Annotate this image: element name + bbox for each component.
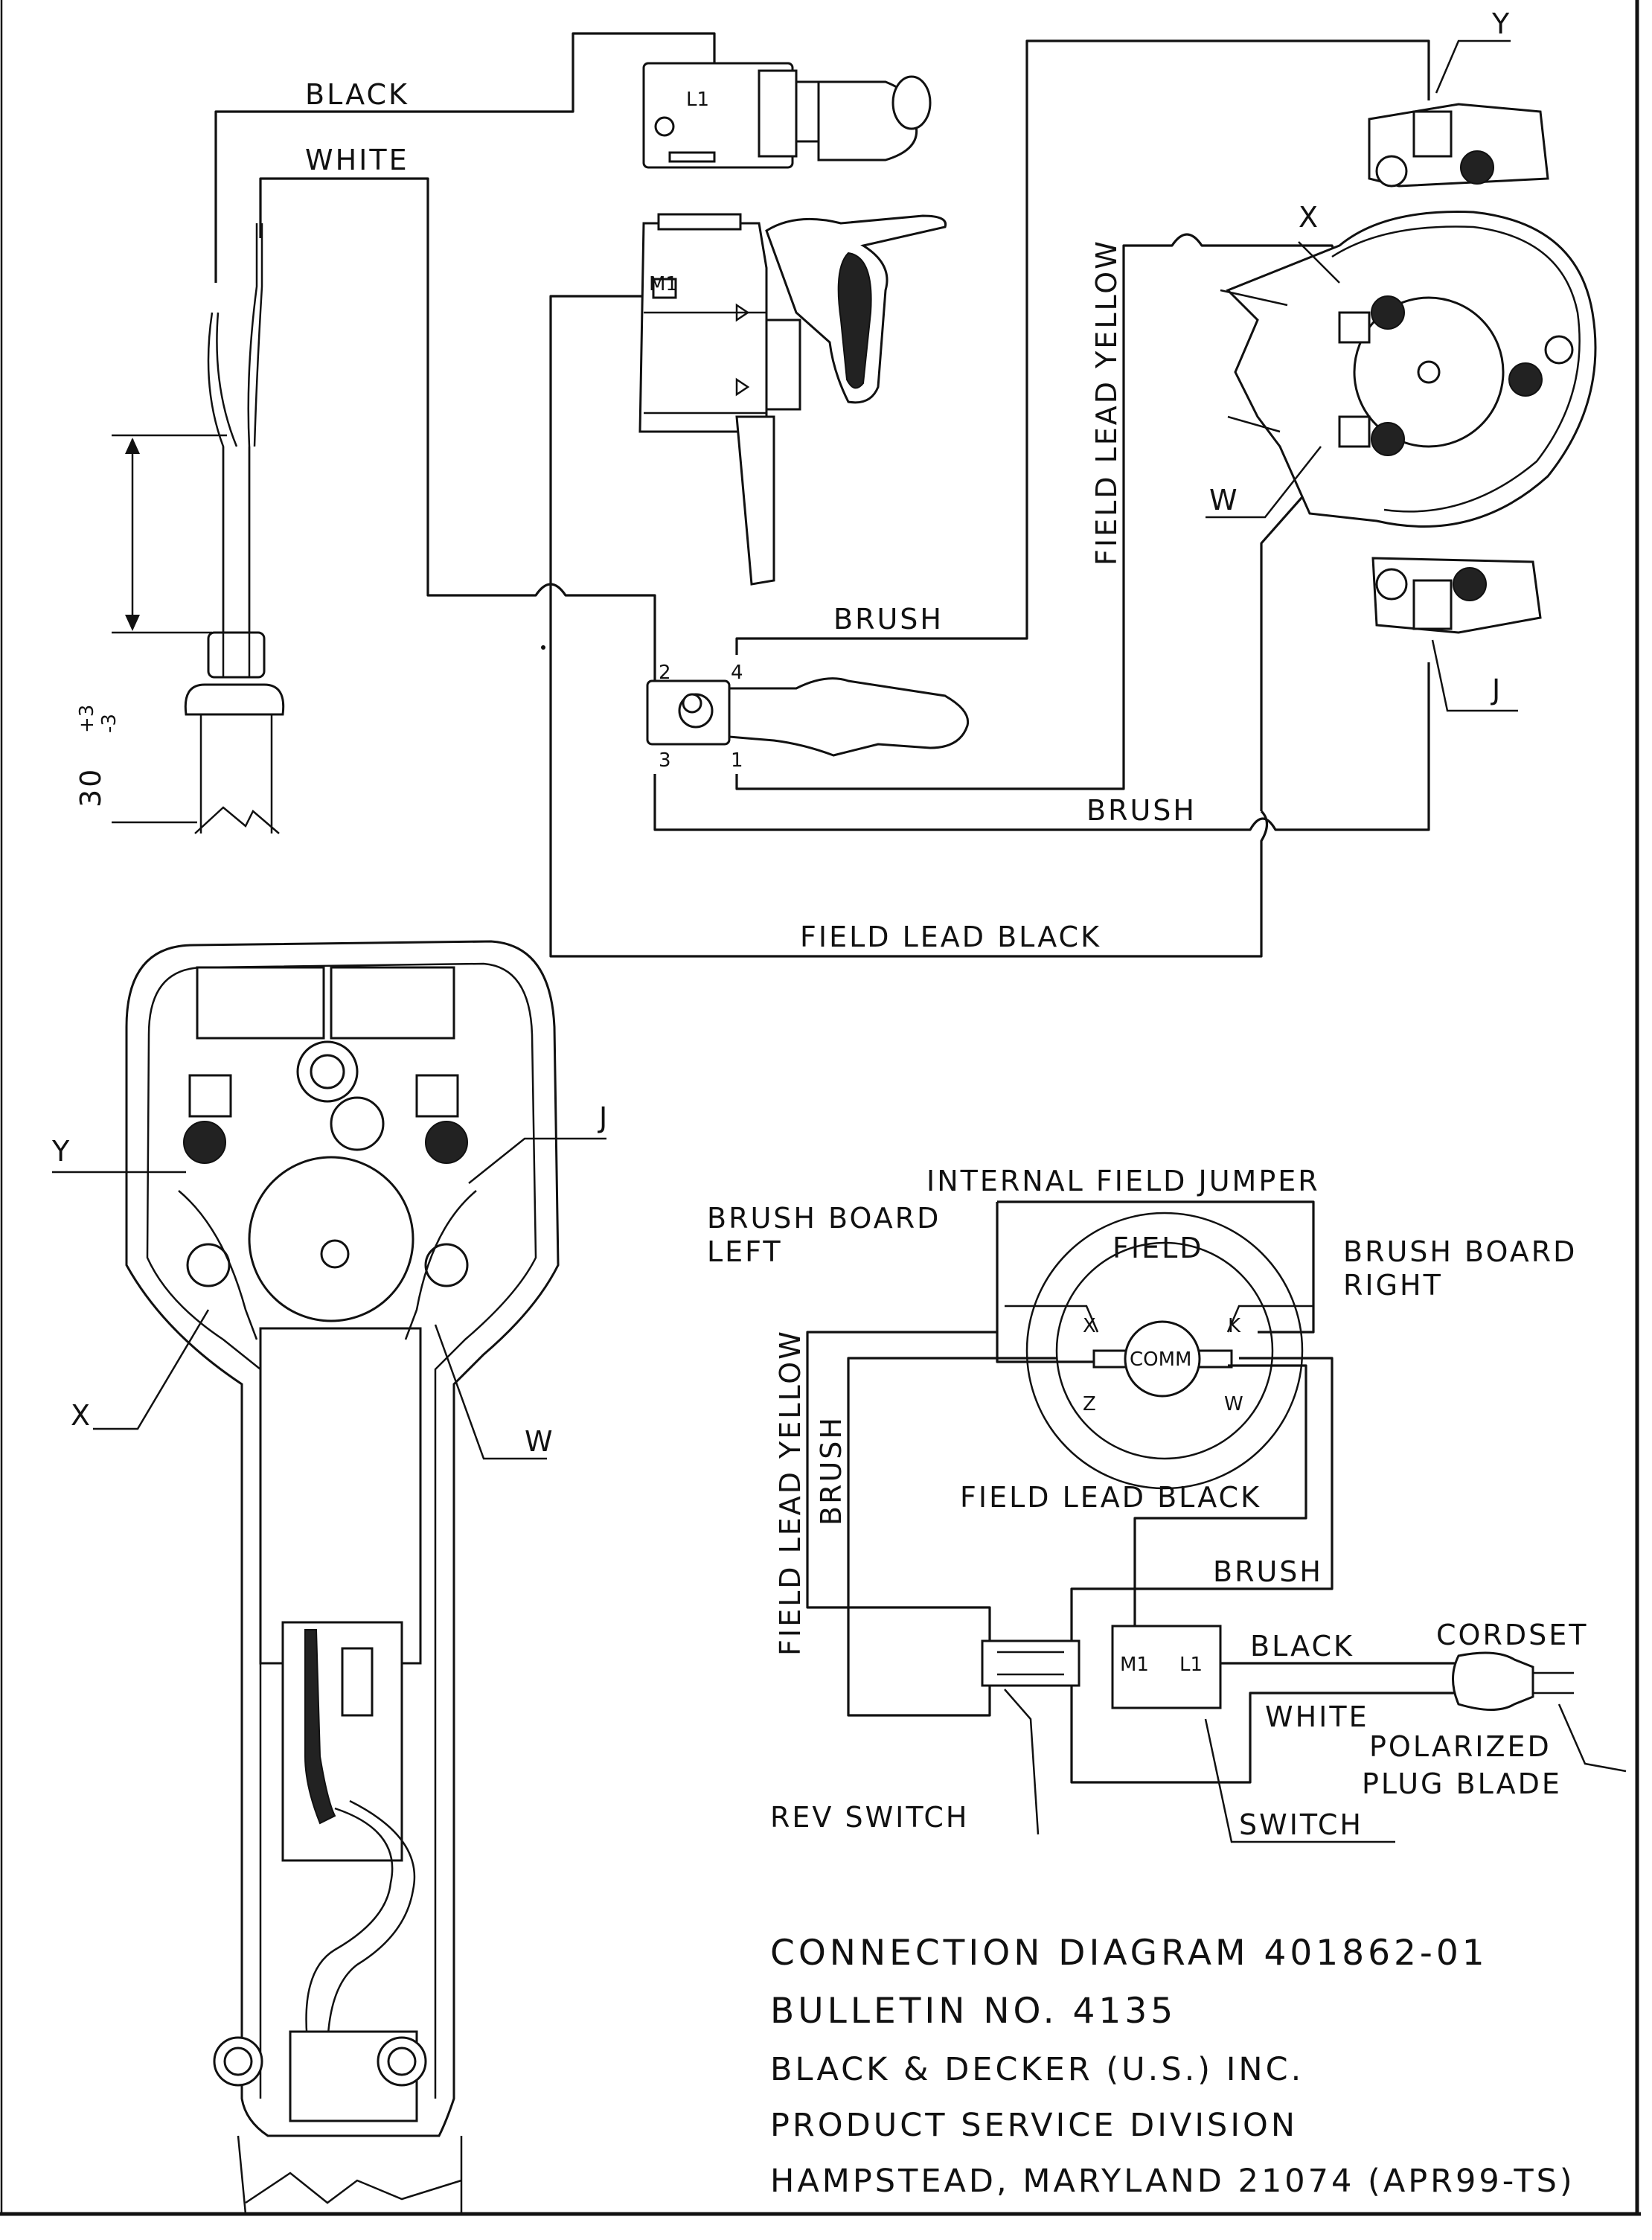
- label-z-schematic: Z: [1083, 1393, 1096, 1415]
- label-k-schematic: K: [1228, 1315, 1241, 1337]
- rev-terminal-2: 2: [659, 662, 671, 684]
- label-j-top: J: [1491, 673, 1502, 706]
- label-brush-board-right-1: BRUSH BOARD: [1343, 1235, 1577, 1268]
- title-connection-diagram: CONNECTION DIAGRAM 401862-01: [770, 1933, 1488, 1974]
- label-field-lead-yellow: FIELD LEAD YELLOW: [1090, 239, 1123, 566]
- drill-housing: [125, 940, 560, 2215]
- wire-brush-bottom: [653, 662, 1430, 831]
- leader-w-bottom: [434, 1324, 547, 1460]
- wire-brush-left: [847, 1357, 1057, 1717]
- rev-terminal-1: 1: [731, 749, 743, 772]
- label-field-lead-black: FIELD LEAD BLACK: [800, 921, 1101, 953]
- dimension-length: 30: [74, 767, 107, 807]
- label-y-top: Y: [1491, 7, 1511, 40]
- title-company: BLACK & DECKER (U.S.) INC.: [770, 2051, 1304, 2088]
- label-x-bottom: X: [71, 1399, 92, 1432]
- label-switch: SWITCH: [1239, 1808, 1363, 1841]
- label-field-lead-yellow-schematic: FIELD LEAD YELLOW: [774, 1329, 807, 1656]
- label-w-schematic: W: [1224, 1393, 1243, 1415]
- label-y-bottom: Y: [51, 1135, 71, 1168]
- label-brush-bottom: BRUSH: [1086, 794, 1197, 827]
- rev-terminal-3: 3: [659, 749, 671, 772]
- label-black: BLACK: [305, 78, 409, 111]
- top-wiring: [214, 32, 1430, 958]
- title-address: HAMPSTEAD, MARYLAND 21074 (APR99-TS): [770, 2163, 1575, 2200]
- wire-black: [214, 32, 716, 283]
- label-white: WHITE: [305, 144, 409, 176]
- trigger-terminal-m1: M1: [649, 273, 678, 295]
- label-field: FIELD: [1112, 1232, 1204, 1264]
- label-l1-schematic: L1: [1179, 1654, 1203, 1676]
- label-internal-field-jumper: INTERNAL FIELD JUMPER: [926, 1165, 1320, 1197]
- brush-holder-y: [1368, 103, 1549, 188]
- label-j-bottom: J: [598, 1101, 609, 1134]
- wire-internal-jumper: [997, 1200, 1315, 1334]
- label-rev-switch: REV SWITCH: [770, 1801, 969, 1834]
- label-brush-left-schematic: BRUSH: [815, 1415, 848, 1526]
- wire-field-lead-yellow: [735, 233, 1348, 790]
- wire-brush-right: [1070, 1357, 1334, 1652]
- label-w-bottom: W: [525, 1425, 555, 1458]
- wire-field-lead-black: [549, 295, 1269, 958]
- label-brush-top: BRUSH: [833, 603, 944, 636]
- title-division: PRODUCT SERVICE DIVISION: [770, 2107, 1298, 2144]
- cord-end: [184, 223, 285, 834]
- label-white-schematic: WHITE: [1265, 1700, 1369, 1733]
- label-polarized-2: PLUG BLADE: [1362, 1767, 1562, 1800]
- label-brush-board-right-2: RIGHT: [1343, 1269, 1443, 1302]
- wire-brush-top: [735, 39, 1430, 655]
- dimension-30: [112, 434, 227, 824]
- motor-end-view: [1220, 211, 1597, 528]
- brush-holder-j: [1371, 557, 1542, 634]
- label-comm: COMM: [1130, 1348, 1191, 1371]
- label-w-top: W: [1209, 484, 1240, 516]
- label-black-schematic: BLACK: [1250, 1630, 1354, 1663]
- trigger-switch-component: [638, 213, 947, 586]
- leader-j-top: [1431, 639, 1518, 712]
- leader-x-top: [1298, 241, 1340, 284]
- label-brush-schematic: BRUSH: [1213, 1555, 1323, 1588]
- label-polarized-1: POLARIZED: [1369, 1730, 1552, 1763]
- dimension-tol-plus: +3: [76, 705, 98, 733]
- top-switch-terminal-l1: L1: [686, 89, 709, 111]
- label-x-schematic: X: [1083, 1315, 1096, 1337]
- rev-terminal-4: 4: [731, 662, 743, 684]
- title-bulletin: BULLETIN NO. 4135: [770, 1991, 1176, 2032]
- label-brush-board-left-2: LEFT: [707, 1235, 783, 1268]
- leader-y-top: [1435, 39, 1511, 94]
- label-x-top: X: [1299, 201, 1320, 234]
- label-cordset: CORDSET: [1436, 1619, 1588, 1651]
- switch-box: [1111, 1625, 1222, 1709]
- leader-j-bottom: [468, 1137, 606, 1184]
- reverse-switch-component: [646, 677, 970, 757]
- wire-white: [259, 177, 656, 711]
- schematic: [806, 1200, 1627, 1843]
- label-field-lead-black-schematic: FIELD LEAD BLACK: [960, 1481, 1261, 1514]
- label-brush-board-left-1: BRUSH BOARD: [707, 1202, 941, 1235]
- wire-field-lead-black-schematic: [1133, 1364, 1307, 1630]
- leader-w-top: [1206, 446, 1322, 519]
- wire-field-lead-yellow-schematic: [806, 1331, 997, 1663]
- rev-switch-box: [981, 1639, 1080, 1687]
- label-m1-schematic: M1: [1120, 1654, 1149, 1676]
- top-switch-component: [642, 62, 932, 169]
- leader-x-bottom: [93, 1309, 210, 1430]
- plug: [1452, 1651, 1534, 1711]
- dimension-tol-minus: -3: [98, 714, 121, 733]
